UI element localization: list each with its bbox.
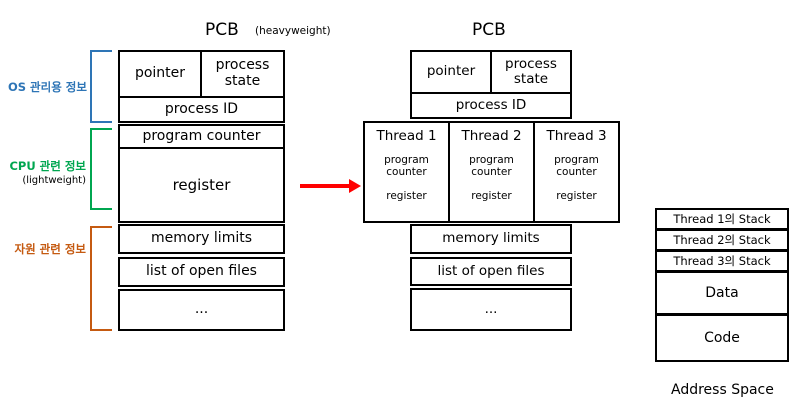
left-row-program-counter: program counter: [118, 124, 285, 149]
bracket-label-cpu-info: CPU 관련 정보 (lightweight): [4, 158, 86, 186]
right-row-memory-limits: memory limits: [410, 224, 572, 254]
thread-3-register: register: [556, 189, 597, 202]
left-row-register: register: [118, 147, 285, 223]
left-row-memory-limits: memory limits: [118, 224, 285, 254]
right-row-process-state-line2: state: [513, 71, 549, 87]
left-row-ellipsis: ...: [118, 289, 285, 331]
thread-1-program-counter: program counter: [384, 154, 429, 178]
bracket-label-resource-info: 자원 관련 정보: [8, 241, 87, 257]
bracket-os-info: [90, 50, 112, 123]
thread-3-pc-line1: program: [554, 153, 599, 166]
thread-2-program-counter: program counter: [469, 154, 514, 178]
bracket-label-cpu-info-sub: (lightweight): [22, 175, 86, 186]
address-space-segment-code: Code: [655, 314, 789, 362]
bracket-label-os-info: OS 관리용 정보: [8, 79, 87, 95]
thread-3-pc-line2: counter: [556, 165, 597, 178]
left-pcb-title-note: (heavyweight): [255, 25, 331, 37]
thread-2-pc-line1: program: [469, 153, 514, 166]
bracket-cpu-info: [90, 128, 112, 210]
right-row-pointer: pointer: [410, 50, 492, 94]
right-row-process-id: process ID: [410, 92, 572, 119]
right-row-process-state-line1: process: [505, 55, 557, 72]
right-row-process-state: process state: [490, 50, 572, 94]
thread-group: Thread 1 program counter register Thread…: [363, 121, 620, 223]
bracket-resource-info: [90, 226, 112, 331]
thread-column-3: Thread 3 program counter register: [535, 123, 618, 221]
transition-arrow-shaft: [300, 184, 350, 188]
bracket-label-resource-info-text: 자원 관련 정보: [14, 242, 87, 256]
thread-2-register: register: [471, 189, 512, 202]
thread-column-2: Thread 2 program counter register: [450, 123, 535, 221]
bracket-label-os-info-text: OS 관리용 정보: [8, 80, 87, 94]
thread-3-name: Thread 3: [546, 128, 607, 144]
thread-3-program-counter: program counter: [554, 154, 599, 178]
address-space-caption: Address Space: [671, 382, 774, 398]
thread-1-name: Thread 1: [376, 128, 437, 144]
thread-column-1: Thread 1 program counter register: [365, 123, 450, 221]
left-row-process-id: process ID: [118, 96, 285, 123]
transition-arrow-head: [349, 179, 361, 193]
thread-2-pc-line2: counter: [471, 165, 512, 178]
thread-1-pc-line1: program: [384, 153, 429, 166]
left-row-process-state-line1: process: [215, 57, 270, 74]
left-row-pointer: pointer: [118, 50, 202, 98]
right-row-ellipsis: ...: [410, 288, 572, 331]
left-row-process-state-line2: state: [224, 73, 261, 89]
left-row-process-state: process state: [200, 50, 285, 98]
address-space-segment-thread1-stack: Thread 1의 Stack: [655, 208, 789, 230]
right-row-open-files: list of open files: [410, 257, 572, 286]
address-space-segment-data: Data: [655, 271, 789, 315]
left-pcb-title: PCB: [205, 20, 239, 40]
left-row-open-files: list of open files: [118, 257, 285, 287]
bracket-label-cpu-info-text: CPU 관련 정보: [9, 159, 86, 173]
address-space-segment-thread3-stack: Thread 3의 Stack: [655, 250, 789, 272]
thread-1-register: register: [386, 189, 427, 202]
right-pcb-title: PCB: [472, 20, 506, 40]
thread-2-name: Thread 2: [461, 128, 522, 144]
thread-1-pc-line2: counter: [386, 165, 427, 178]
address-space-segment-thread2-stack: Thread 2의 Stack: [655, 229, 789, 251]
